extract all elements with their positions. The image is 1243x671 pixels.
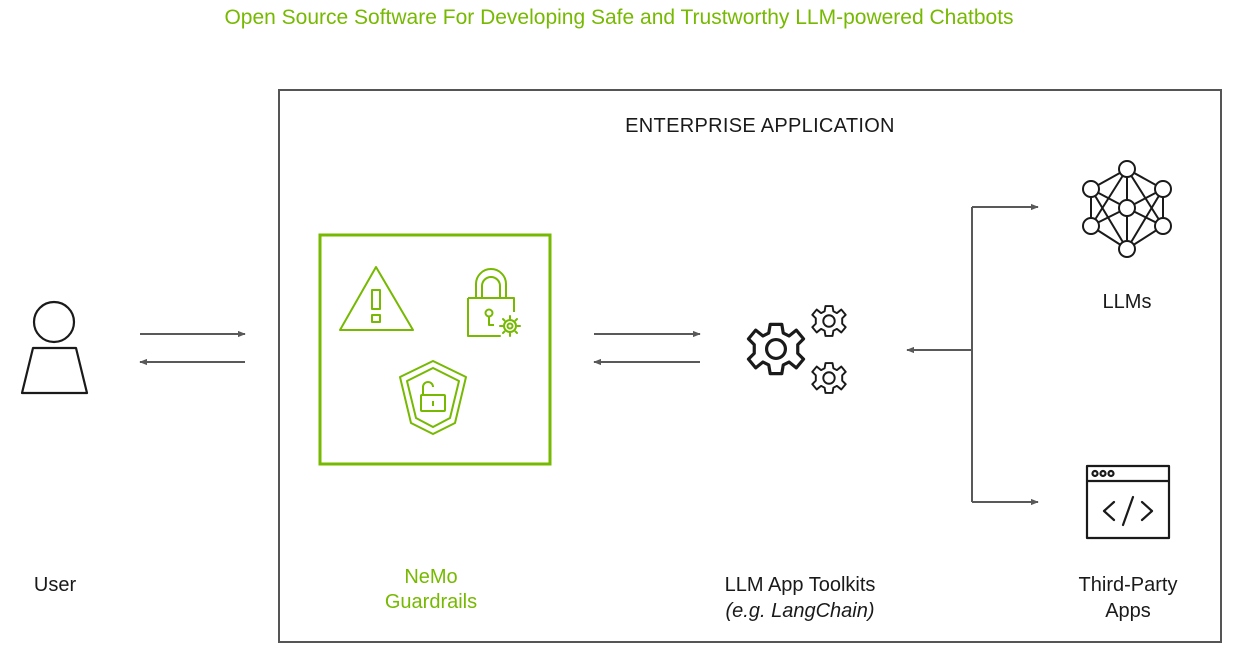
neural-network-icon (1082, 160, 1172, 258)
user-icon (20, 300, 89, 395)
enterprise-application-frame (278, 89, 1222, 643)
code-window-icon (1085, 464, 1171, 540)
enterprise-application-label: ENTERPRISE APPLICATION (625, 115, 895, 137)
user-label: User (34, 574, 77, 596)
third-party-label-line1: Third-Party (1079, 574, 1178, 596)
gears-icon (746, 305, 847, 394)
warning-icon (339, 266, 414, 331)
guardrails-label-line2: Guardrails (385, 591, 477, 613)
headline: Open Source Software For Developing Safe… (224, 6, 1013, 29)
toolkits-label-line1: LLM App Toolkits (725, 574, 876, 596)
guardrails-box (318, 233, 552, 466)
shield-unlock-icon (399, 360, 467, 435)
lock-settings-icon (467, 268, 521, 337)
guardrails-label-line1: NeMo (404, 566, 457, 588)
toolkits-label-line2: (e.g. LangChain) (726, 600, 875, 622)
third-party-label-line2: Apps (1105, 600, 1151, 622)
llms-label: LLMs (1103, 291, 1152, 313)
